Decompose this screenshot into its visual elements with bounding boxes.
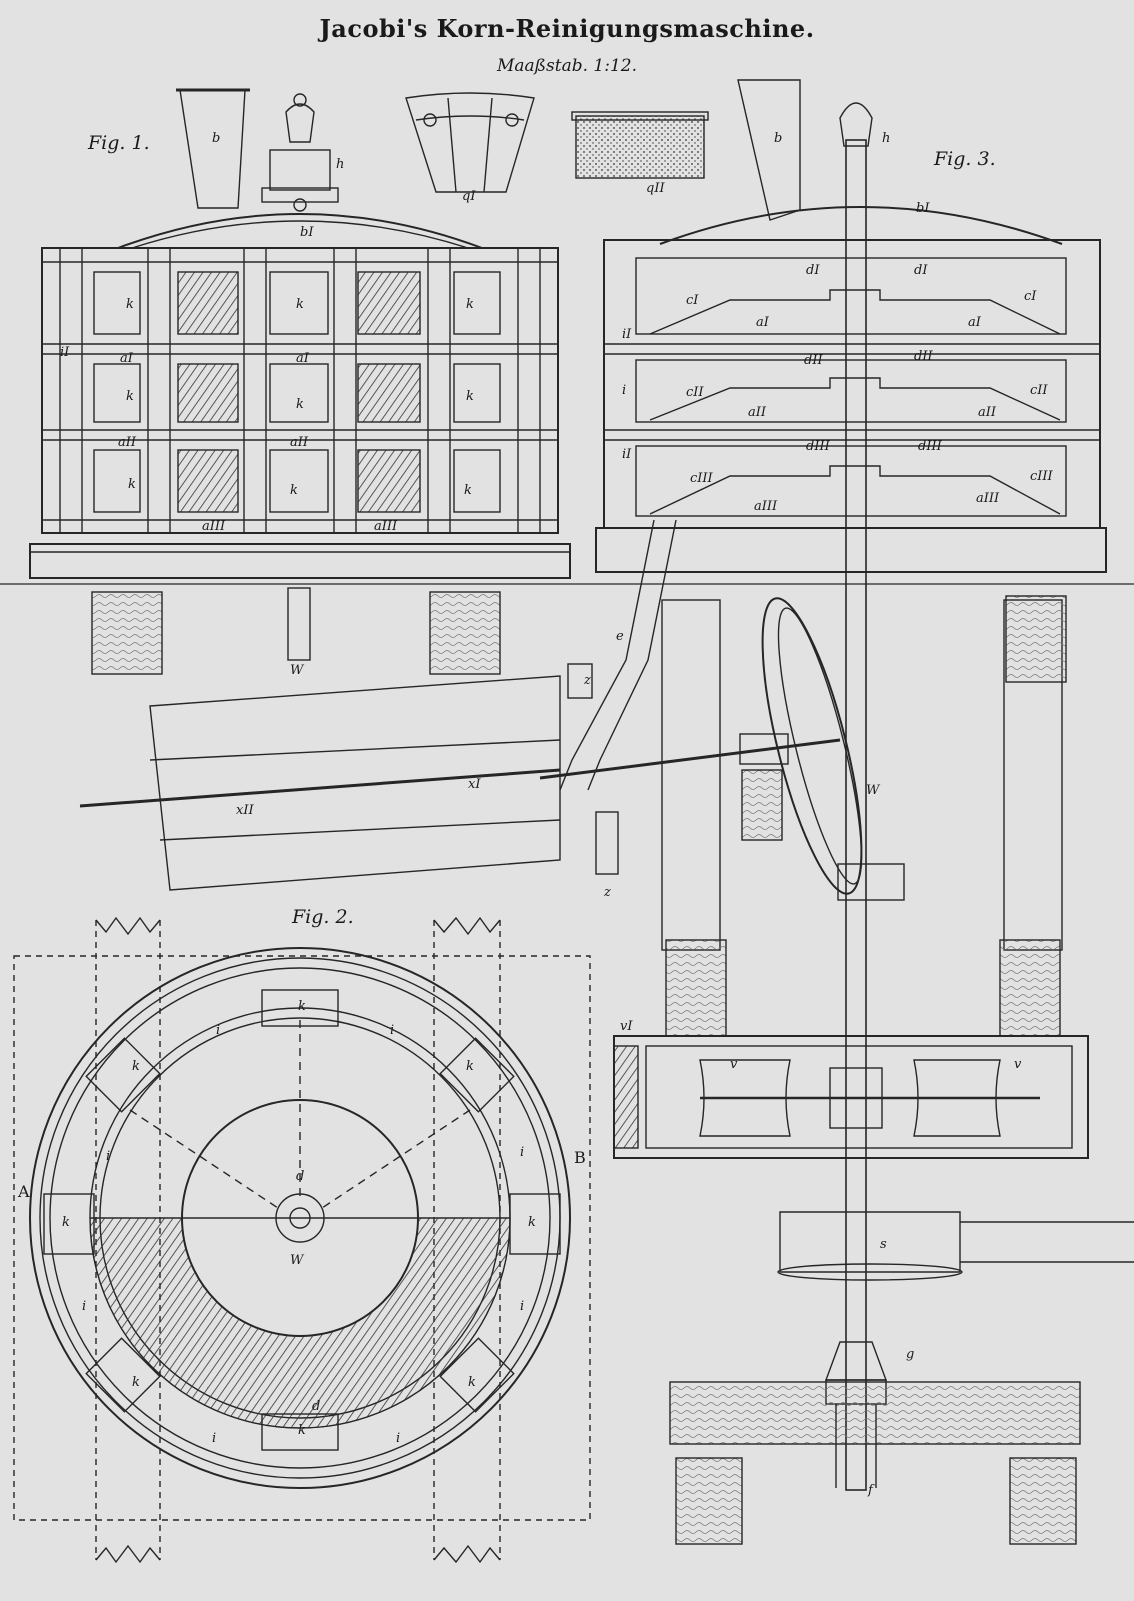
fig2-plan xyxy=(13,916,591,1564)
label-a1-fig3-a: aI xyxy=(756,315,769,330)
label-a2-fig3-b: aII xyxy=(978,405,997,420)
label-b1-fig3: bI xyxy=(916,201,930,216)
label-q2: qII xyxy=(646,181,665,196)
label-i1-fig1: iI xyxy=(60,345,70,360)
fig2-label: Fig. 2. xyxy=(292,906,354,928)
label-k-fig1-g: k xyxy=(128,477,136,492)
label-h-fig1: h xyxy=(336,157,345,172)
detail-q xyxy=(405,92,709,193)
label-W-fig1: W xyxy=(290,663,304,678)
label-c2-a: cII xyxy=(686,385,704,400)
label-a2-fig1: aII xyxy=(118,435,137,450)
label-k-fig1-e: k xyxy=(296,397,304,412)
label-k-fig1-b: k xyxy=(296,297,304,312)
label-v1: vI xyxy=(620,1019,633,1034)
label-d2-b: dII xyxy=(914,349,933,364)
label-c3-a: cIII xyxy=(690,471,713,486)
label-d-plan-bottom: d xyxy=(312,1399,321,1414)
fig1-label: Fig. 1. xyxy=(88,132,150,154)
label-i-plan-2: i xyxy=(390,1023,395,1038)
label-W-plan: W xyxy=(290,1253,304,1268)
label-z-b: z xyxy=(604,885,611,900)
label-i-plan-5: i xyxy=(82,1299,87,1314)
label-b-fig1: b xyxy=(212,131,221,146)
scale-note: Maaßstab. 1:12. xyxy=(497,56,637,76)
label-e: e xyxy=(616,629,624,644)
label-q1: qI xyxy=(462,189,476,204)
label-a3-fig1: aIII xyxy=(202,519,226,534)
label-b-fig3: b xyxy=(774,131,783,146)
label-W-fig3: W xyxy=(866,783,880,798)
label-g: g xyxy=(906,1347,915,1362)
label-d3-b: dIII xyxy=(918,439,942,454)
label-A: A xyxy=(18,1182,30,1201)
label-b1-fig1: bI xyxy=(300,225,314,240)
label-k-plan-tr: k xyxy=(466,1059,474,1074)
label-d1-a: dI xyxy=(806,263,820,278)
sheet-title: Jacobi's Korn-Reinigungsmaschine. xyxy=(319,14,815,43)
label-a3-fig3-b: aIII xyxy=(976,491,1000,506)
label-k-plan-top: k xyxy=(298,999,306,1014)
label-k-plan-right: k xyxy=(528,1215,536,1230)
label-k-fig1-a: k xyxy=(126,297,134,312)
label-i1-fig3-b: iI xyxy=(622,447,632,462)
label-s: s xyxy=(880,1237,887,1252)
label-z-a: z xyxy=(584,673,591,688)
label-i1-fig3: iI xyxy=(622,327,632,342)
label-i-plan-7: i xyxy=(212,1431,217,1446)
label-i-plan-4: i xyxy=(520,1145,525,1160)
label-k-fig1-d: k xyxy=(126,389,134,404)
label-i-fig3: i xyxy=(622,383,627,398)
label-a2-fig3-a: aII xyxy=(748,405,767,420)
label-B: B xyxy=(574,1148,586,1167)
label-c3-b: cIII xyxy=(1030,469,1053,484)
label-k-plan-bl: k xyxy=(132,1375,140,1390)
label-k-plan-tl: k xyxy=(132,1059,140,1074)
label-k-plan-br: k xyxy=(468,1375,476,1390)
label-a1-fig1: aI xyxy=(120,351,133,366)
label-a1-fig1-b: aI xyxy=(296,351,309,366)
label-a1-fig3-b: aI xyxy=(968,315,981,330)
label-d1-b: dI xyxy=(914,263,928,278)
label-c1-b: cI xyxy=(1024,289,1037,304)
fig1-elevation xyxy=(29,88,571,675)
fig3-section xyxy=(79,79,1134,1545)
label-c2-b: cII xyxy=(1030,383,1048,398)
label-v-a: v xyxy=(730,1057,738,1072)
label-k-fig1-i: k xyxy=(464,483,472,498)
label-x1: xI xyxy=(468,777,481,792)
label-v-b: v xyxy=(1014,1057,1022,1072)
fig3-label: Fig. 3. xyxy=(934,148,996,170)
label-a3-fig3-a: aIII xyxy=(754,499,778,514)
label-c1-a: cI xyxy=(686,293,699,308)
label-h-fig3: h xyxy=(882,131,891,146)
label-a2-fig1-b: aII xyxy=(290,435,309,450)
label-i-plan-8: i xyxy=(396,1431,401,1446)
label-k-fig1-f: k xyxy=(466,389,474,404)
label-i-plan-6: i xyxy=(520,1299,525,1314)
label-i-plan-1: i xyxy=(216,1023,221,1038)
label-a3-fig1-b: aIII xyxy=(374,519,398,534)
label-d-plan-top: d xyxy=(296,1169,305,1184)
label-x2: xII xyxy=(236,803,254,818)
label-k-plan-left: k xyxy=(62,1215,70,1230)
label-k-fig1-c: k xyxy=(466,297,474,312)
label-k-plan-bottom: k xyxy=(298,1423,306,1438)
label-d2-a: dII xyxy=(804,353,823,368)
label-i-plan-3: i xyxy=(106,1149,111,1164)
label-k-fig1-h: k xyxy=(290,483,298,498)
label-d3-a: dIII xyxy=(806,439,830,454)
label-f: f xyxy=(868,1483,873,1498)
